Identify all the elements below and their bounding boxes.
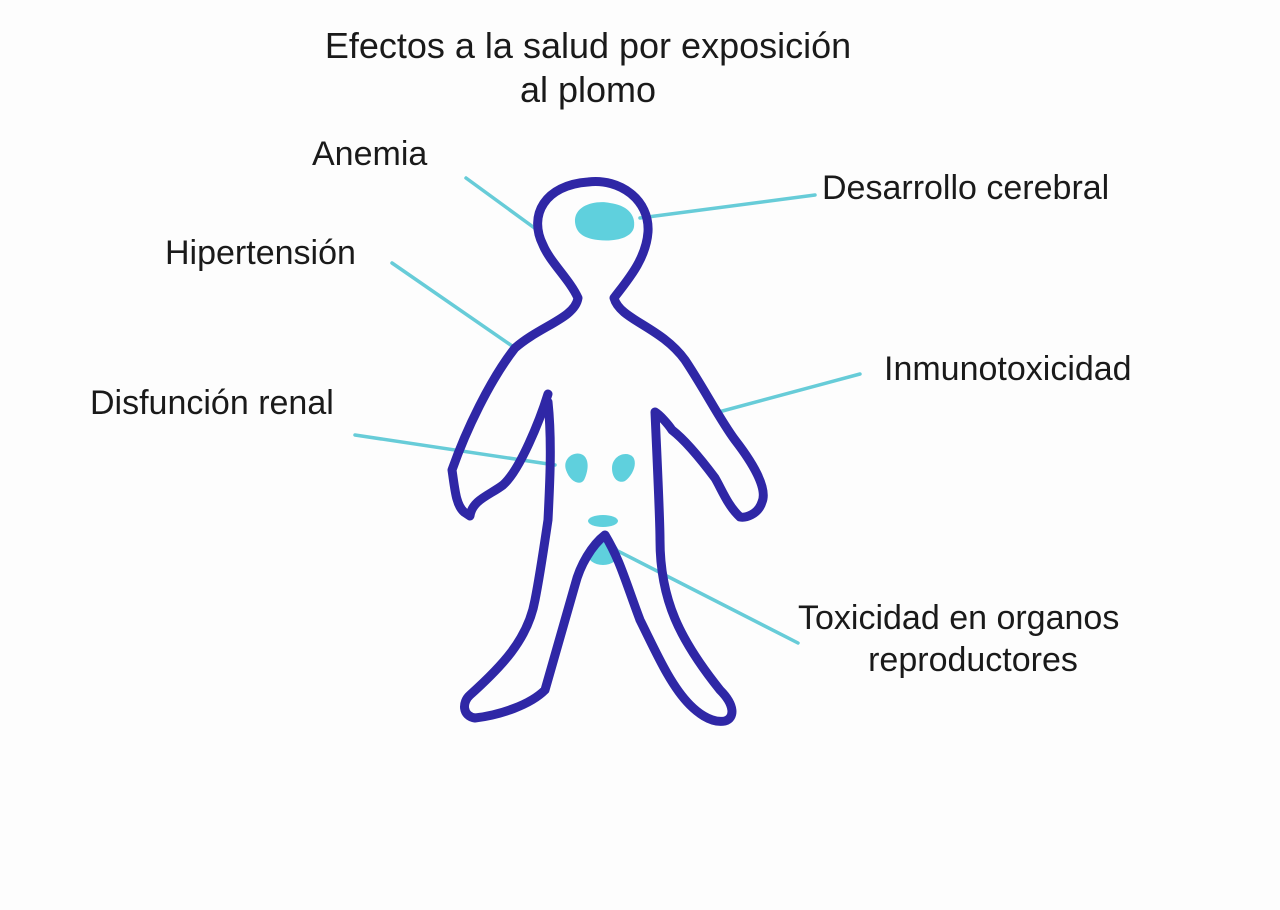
leader-line-desarrollo-cerebral xyxy=(638,193,817,220)
body-outline xyxy=(447,177,768,726)
diagram-title-line-1: Efectos a la salud por exposición xyxy=(324,25,852,66)
leader-line-anemia xyxy=(464,176,542,234)
label-inmunotoxicidad: Inmunotoxicidad xyxy=(884,350,1132,388)
leader-line-inmunotoxicidad xyxy=(713,372,862,415)
leader-line-toxicidad xyxy=(610,546,800,645)
label-disfuncion-renal: Disfunción renal xyxy=(90,384,334,422)
label-hipertension: Hipertensión xyxy=(165,234,356,272)
label-anemia: Anemia xyxy=(312,135,428,173)
brain-highlight xyxy=(574,202,635,241)
label-toxicidad-line-2: reproductores xyxy=(868,641,1078,679)
label-toxicidad-line-1: Toxicidad en organos xyxy=(798,599,1120,637)
kidney-right-highlight xyxy=(612,454,635,482)
label-desarrollo-cerebral: Desarrollo cerebral xyxy=(822,169,1110,207)
diagram-title-line-2: al plomo xyxy=(519,69,657,110)
kidney-left-highlight xyxy=(565,453,588,483)
pelvis-highlight-upper xyxy=(588,515,618,527)
leader-line-hipertension xyxy=(390,261,517,350)
